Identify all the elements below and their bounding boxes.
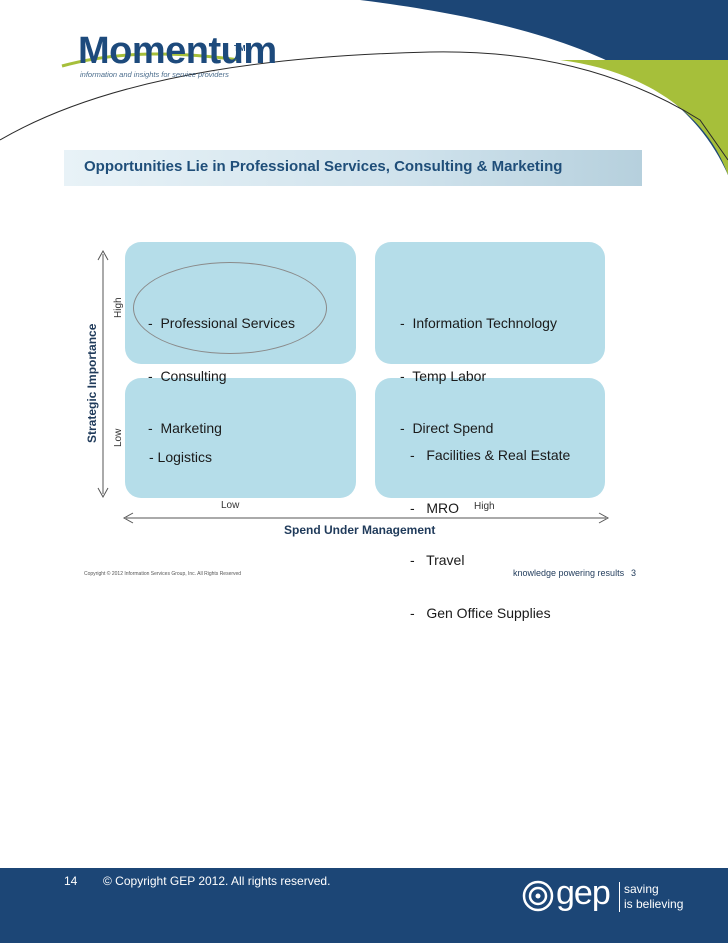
- y-axis-arrowhead-bottom: [97, 487, 109, 499]
- page-number: 14: [64, 874, 78, 888]
- logo-tagline: information and insights for service pro…: [80, 70, 229, 79]
- x-axis-high-label: High: [474, 501, 495, 512]
- page-footer-bar: [0, 868, 728, 943]
- quadrant-top-right-items: - Information Technology - Temp Labor - …: [400, 280, 557, 455]
- x-axis-label: Spend Under Management: [284, 523, 436, 537]
- slide-page-number: 3: [631, 568, 637, 578]
- list-item: - Marketing: [148, 420, 222, 436]
- slide-title: Opportunities Lie in Professional Servic…: [84, 158, 563, 175]
- list-item: - Temp Labor: [400, 367, 487, 384]
- slide-footer-copyright: Copyright © 2012 Information Services Gr…: [84, 571, 242, 577]
- header-curve-line: [0, 51, 728, 161]
- header-green-swoosh: [560, 60, 728, 175]
- gep-tagline-line2: is believing: [624, 897, 684, 911]
- highlight-ellipse: [133, 262, 327, 354]
- slide-title-band: [64, 150, 642, 186]
- list-item: - MRO: [410, 499, 459, 516]
- quadrant-bottom-left-items: - Logistics: [149, 414, 212, 484]
- footer-copyright: © Copyright GEP 2012. All rights reserve…: [103, 874, 331, 888]
- x-axis-arrowhead-left: [122, 512, 134, 524]
- list-item: - Logistics: [149, 449, 213, 465]
- x-axis-arrowhead-right: [598, 512, 610, 524]
- gep-tagline-line1: saving: [624, 882, 659, 896]
- quadrant-bottom-left: [125, 378, 356, 498]
- logo-divider: [619, 882, 620, 912]
- list-item: - Facilities & Real Estate: [410, 447, 571, 463]
- x-axis-low-label: Low: [221, 500, 240, 511]
- logo-trademark: TM: [234, 44, 246, 53]
- y-axis-high-label: High: [113, 297, 124, 318]
- list-item: - Professional Services: [148, 315, 296, 331]
- list-item: - Information Technology: [400, 315, 557, 331]
- header-navy-swoosh: [360, 0, 728, 175]
- list-item: - Direct Spend: [400, 420, 494, 436]
- quadrant-bottom-right: [375, 378, 605, 498]
- slide-footer-tagline: knowledge powering results: [513, 568, 625, 578]
- logo-swoosh: [61, 52, 241, 68]
- y-axis-low-label: Low: [113, 428, 124, 447]
- quadrant-top-left-items: - Professional Services - Consulting - M…: [148, 280, 295, 455]
- quadrant-bottom-right-items: - Facilities & Real Estate - MRO - Trave…: [410, 412, 570, 640]
- gep-swirl-icon: [522, 880, 554, 912]
- y-axis-arrowhead-top: [97, 249, 109, 261]
- list-item: - Travel: [410, 552, 465, 568]
- list-item: - Consulting: [148, 367, 227, 384]
- quadrant-top-right: [375, 242, 605, 364]
- list-item: - Gen Office Supplies: [410, 604, 551, 621]
- gep-logo-text: gep: [556, 874, 611, 912]
- momentum-logo-text: Momentum: [78, 30, 277, 72]
- y-axis-label: Strategic Importance: [85, 323, 99, 443]
